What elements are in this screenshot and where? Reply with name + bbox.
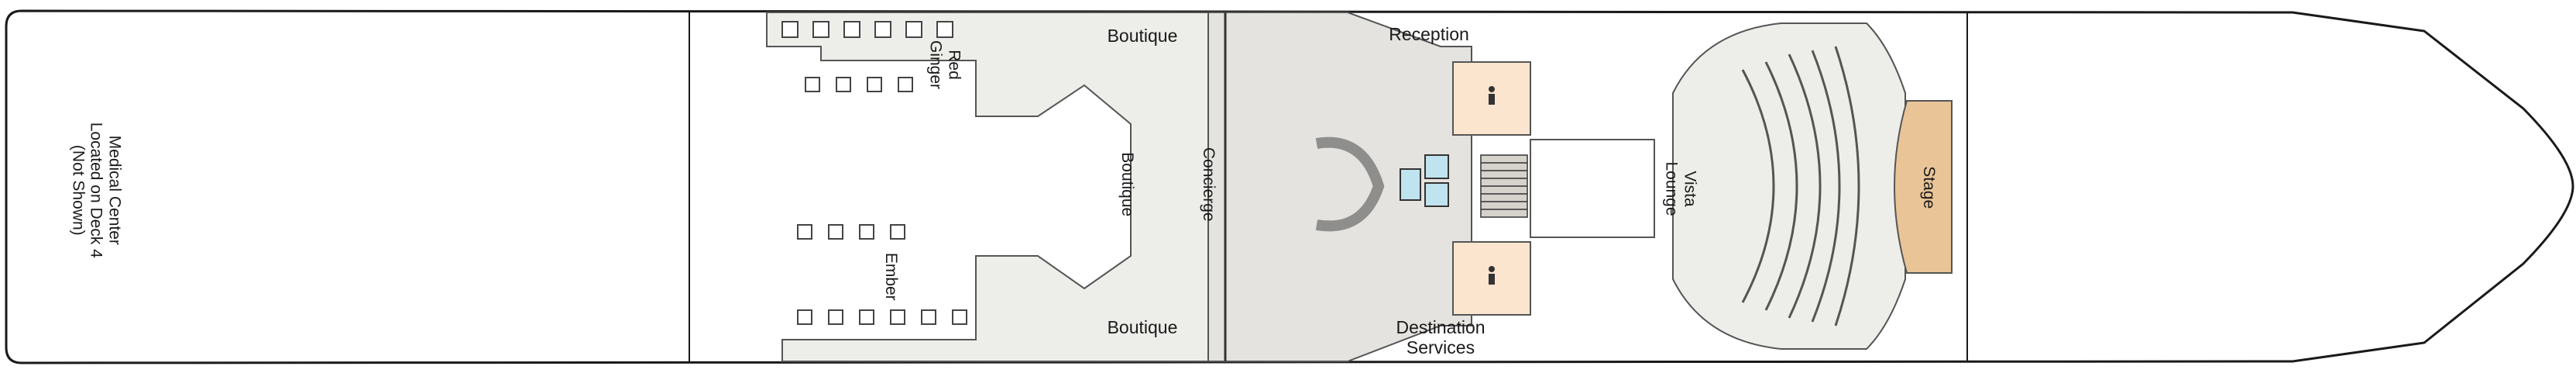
spiral-staircase bbox=[1315, 136, 1385, 232]
elevator-icon bbox=[1400, 154, 1449, 207]
staircase-icon bbox=[1480, 154, 1528, 218]
lounge-seating bbox=[1741, 46, 1860, 326]
destination-services-label: Destination Services bbox=[1396, 317, 1485, 357]
boutique-top-label: Boutique bbox=[1107, 26, 1178, 46]
lounge-floor bbox=[1672, 22, 1906, 350]
red-ginger-label: Red Ginger bbox=[927, 40, 963, 90]
reception-label: Reception bbox=[1389, 24, 1469, 44]
restaurant-tables bbox=[781, 21, 953, 92]
atrium-floor bbox=[1207, 12, 1472, 362]
vista-lounge-label: Vista Lounge bbox=[1663, 161, 1699, 216]
restaurant-tables bbox=[797, 224, 967, 325]
stage bbox=[1894, 100, 1953, 274]
boutique-center-label: Boutique bbox=[1118, 152, 1136, 217]
boutique-bottom-label: Boutique bbox=[1107, 317, 1178, 337]
restaurant-floor bbox=[766, 12, 1286, 362]
restroom-icon bbox=[1489, 266, 1495, 285]
stage-label: Stage bbox=[1919, 166, 1938, 209]
ember-label: Ember bbox=[881, 252, 900, 301]
restroom-icon bbox=[1489, 86, 1495, 105]
lounge-corridor bbox=[1530, 139, 1655, 238]
medical-center-label: Medical Center Located on Deck 4 (Not Sh… bbox=[69, 122, 124, 258]
concierge-label: Concierge bbox=[1199, 147, 1218, 222]
